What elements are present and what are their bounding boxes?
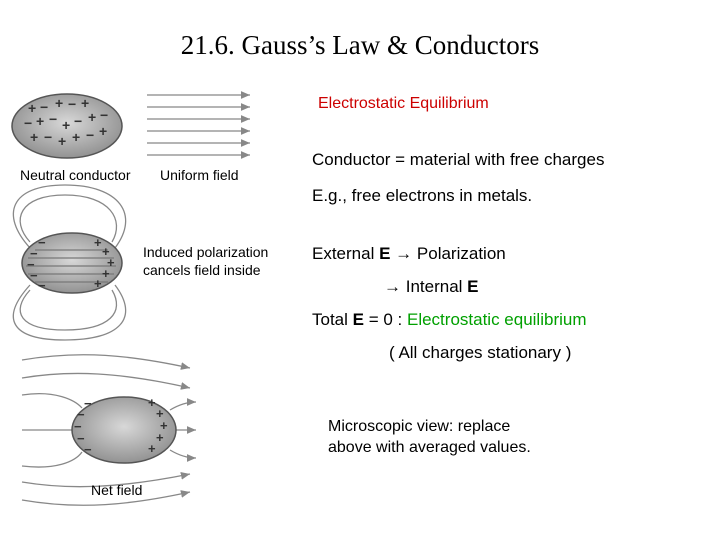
svg-text:+: + <box>94 276 102 291</box>
equals-zero-text: = 0 : <box>363 310 407 329</box>
svg-text:−: − <box>40 99 48 115</box>
svg-text:+: + <box>28 100 36 116</box>
net-field-figure: −−−−− +++++ <box>21 354 197 506</box>
svg-text:+: + <box>81 95 89 111</box>
svg-text:+: + <box>94 235 102 250</box>
svg-text:−: − <box>38 278 46 293</box>
svg-text:+: + <box>36 113 44 129</box>
external-text: External <box>312 244 380 263</box>
svg-text:+: + <box>156 430 164 445</box>
conductor-definition: Conductor = material with free charges <box>312 150 605 169</box>
svg-text:+: + <box>160 418 168 433</box>
svg-text:−: − <box>77 431 85 446</box>
svg-text:+: + <box>88 109 96 125</box>
polarization-text: Polarization <box>412 244 506 263</box>
microscopic-note-line1: Microscopic view: replace <box>328 418 511 435</box>
svg-text:+: + <box>72 129 80 145</box>
svg-text:+: + <box>102 244 110 259</box>
svg-text:+: + <box>148 441 156 456</box>
field-symbol: E <box>379 244 391 263</box>
internal-field-line: → Internal E <box>384 277 479 297</box>
svg-text:+: + <box>99 123 107 139</box>
svg-text:−: − <box>38 235 46 250</box>
svg-text:−: − <box>100 107 108 123</box>
svg-text:+: + <box>107 255 115 270</box>
svg-text:−: − <box>77 407 85 422</box>
polarized-conductor-figure: −−−−− +++++ <box>12 184 127 341</box>
microscopic-note-line2: above with averaged values. <box>328 439 531 456</box>
svg-text:−: − <box>27 257 35 272</box>
uniform-field-label: Uniform field <box>160 167 239 183</box>
svg-text:+: + <box>148 395 156 410</box>
svg-text:−: − <box>49 111 57 127</box>
uniform-field-figure <box>147 91 250 159</box>
svg-text:+: + <box>62 117 70 133</box>
svg-text:−: − <box>74 419 82 434</box>
svg-text:+: + <box>30 129 38 145</box>
induced-polarization-label-line2: cancels field inside <box>143 262 261 278</box>
subtitle: Electrostatic Equilibrium <box>318 95 489 112</box>
neutral-conductor-figure: +−+−+ −+−+−+− +−++−+ <box>11 93 123 159</box>
svg-text:−: − <box>44 129 52 145</box>
svg-text:+: + <box>102 266 110 281</box>
svg-text:−: − <box>24 115 32 131</box>
svg-text:−: − <box>84 442 92 457</box>
svg-text:−: − <box>74 113 82 129</box>
svg-text:−: − <box>30 246 38 261</box>
svg-text:−: − <box>86 127 94 143</box>
external-field-line: External E → Polarization <box>312 244 506 264</box>
field-symbol: E <box>352 310 364 329</box>
free-electrons-example: E.g., free electrons in metals. <box>312 186 533 205</box>
microscopic-view-note: Microscopic view: replace above with ave… <box>328 416 531 458</box>
neutral-conductor-label: Neutral conductor <box>20 167 131 183</box>
equilibrium-text: Electrostatic equilibrium <box>406 310 587 329</box>
stationary-note: ( All charges stationary ) <box>389 343 572 362</box>
field-symbol: E <box>467 277 479 296</box>
total-text: Total <box>312 310 353 329</box>
total-field-line: Total E = 0 : Electrostatic equilibrium <box>312 310 587 330</box>
svg-text:+: + <box>55 95 63 111</box>
internal-text: Internal <box>401 277 468 296</box>
induced-polarization-label-line1: Induced polarization <box>143 244 269 260</box>
svg-text:+: + <box>156 406 164 421</box>
implies-arrow-icon: → <box>384 277 401 296</box>
svg-text:−: − <box>68 96 76 112</box>
svg-text:+: + <box>58 133 66 149</box>
page-title: 21.6. Gauss’s Law & Conductors <box>180 30 540 60</box>
svg-text:−: − <box>30 268 38 283</box>
svg-text:−: − <box>84 396 92 411</box>
net-field-label: Net field <box>91 482 143 498</box>
implies-arrow-icon: → <box>395 244 413 263</box>
